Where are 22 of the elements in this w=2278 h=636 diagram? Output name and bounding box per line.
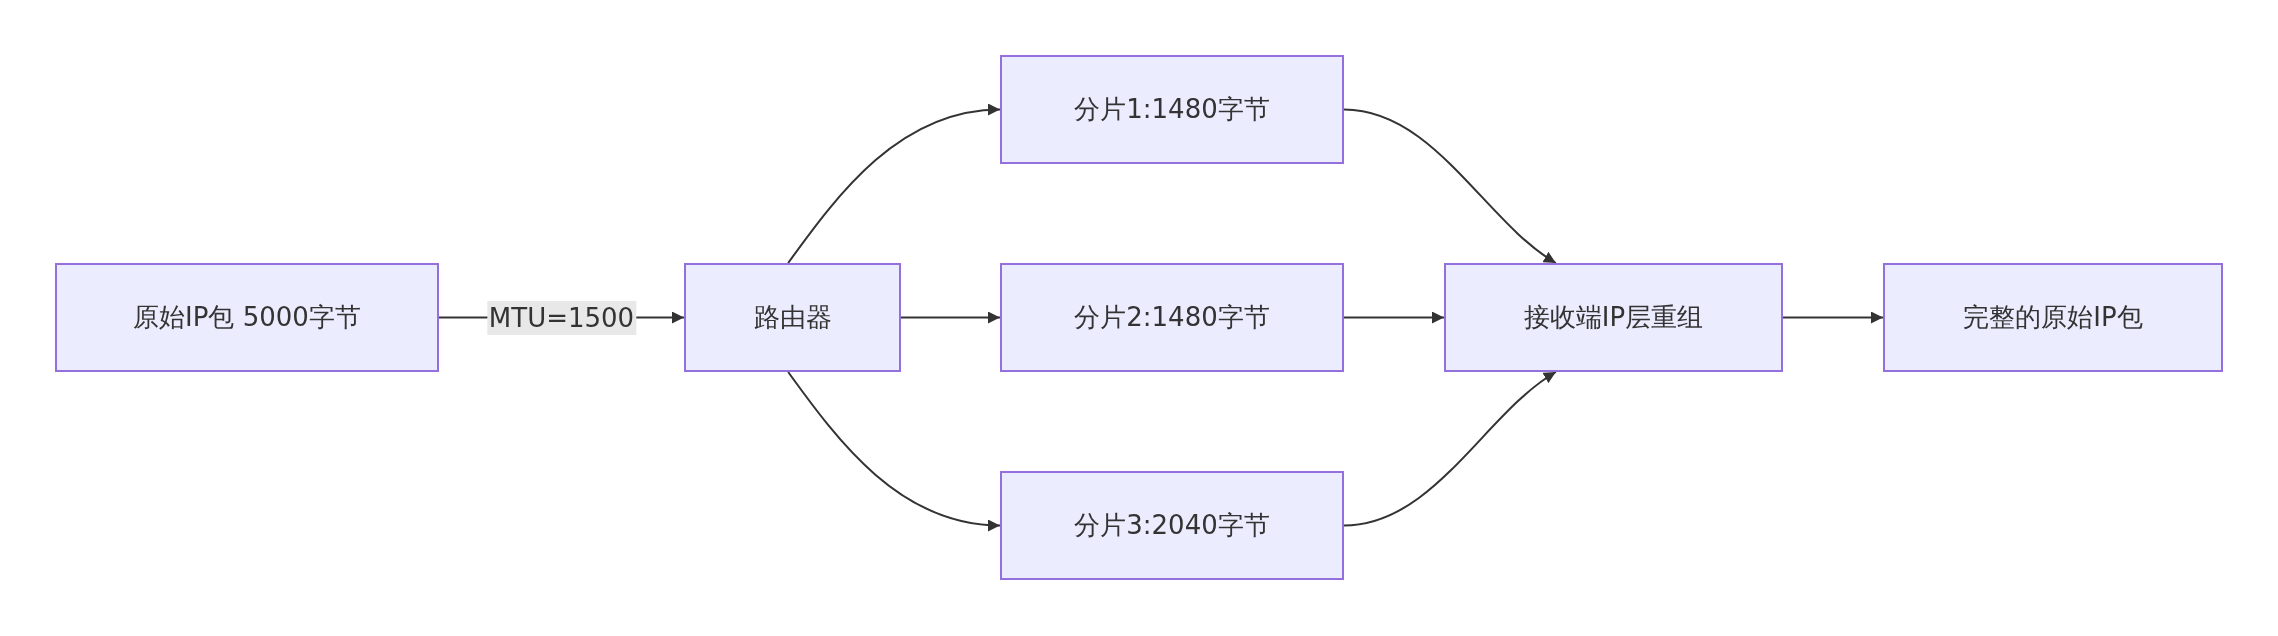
- arrow: [900, 311, 1001, 324]
- box-label: 完整的原始IP包: [1963, 301, 2143, 334]
- process-box: [1444, 263, 1783, 372]
- box-label: 分片3:2040字节: [1074, 509, 1270, 542]
- process-box: [1000, 263, 1344, 372]
- box-label: 分片1:1480字节: [1074, 93, 1270, 126]
- box-label: 原始IP包 5000字节: [133, 301, 361, 334]
- box-label: 路由器: [753, 301, 832, 334]
- box-label: 分片2:1480字节: [1074, 301, 1270, 334]
- process-box: [1000, 55, 1344, 164]
- box-label: 接收端IP层重组: [1523, 301, 1704, 334]
- arrow: [1343, 311, 1445, 324]
- edge-label: MTU=1500: [486, 300, 637, 335]
- process-box: [684, 263, 901, 372]
- process-box: [1000, 471, 1344, 580]
- arrow: [1782, 311, 1884, 324]
- arrow: [1343, 371, 1557, 527]
- arrow: [787, 104, 1001, 264]
- process-box: [55, 263, 439, 372]
- arrow: [787, 371, 1001, 531]
- process-box: [1883, 263, 2223, 372]
- arrow: [1343, 108, 1557, 264]
